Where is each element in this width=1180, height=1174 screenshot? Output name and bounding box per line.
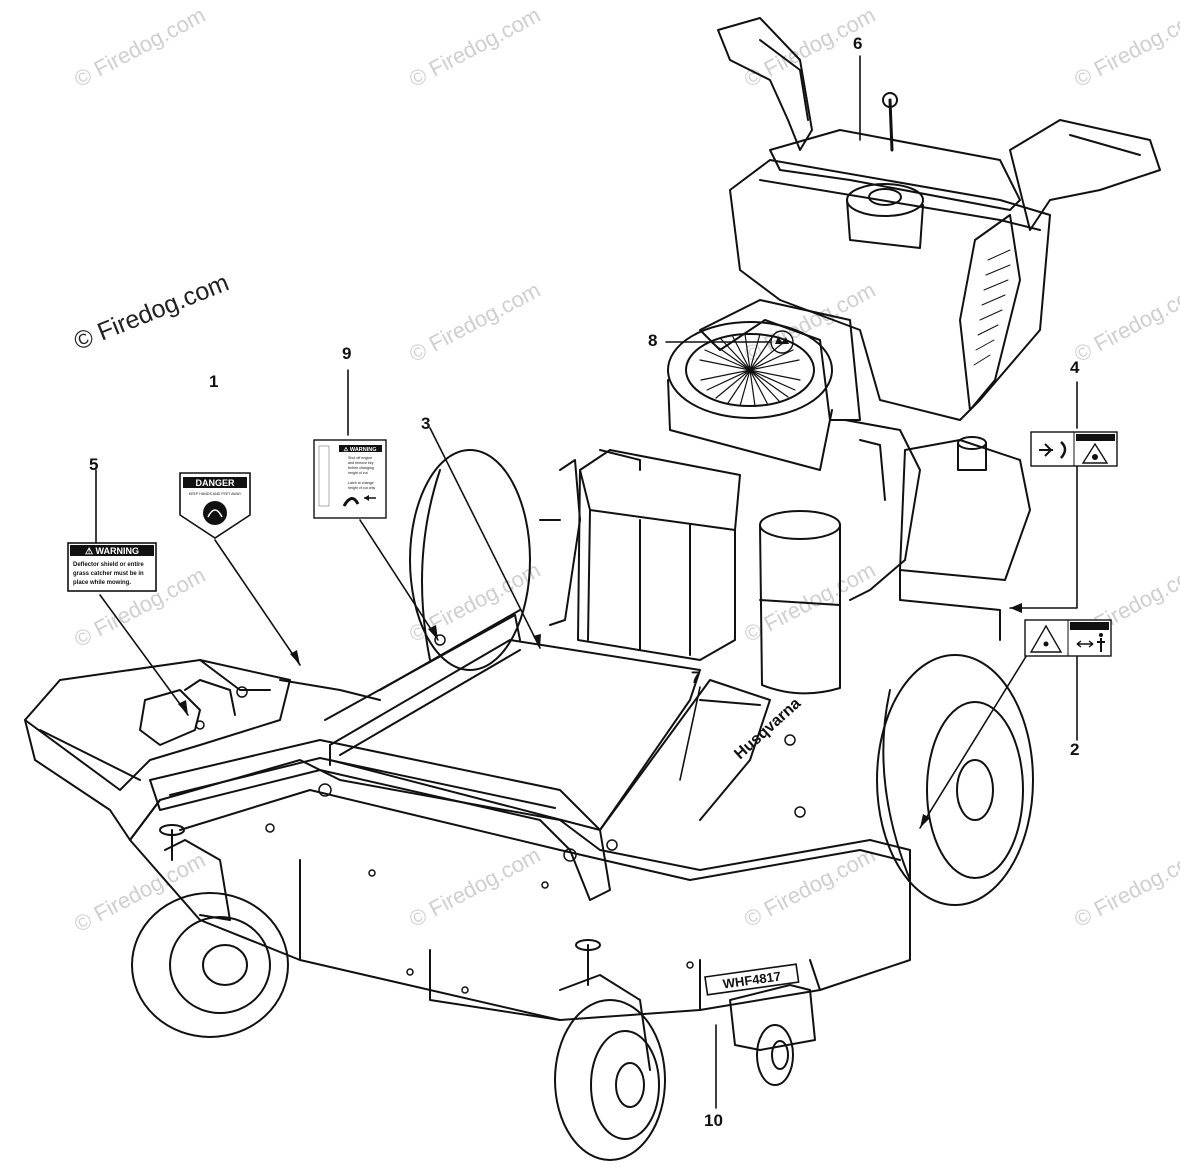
svg-text:and remove key: and remove key <box>348 461 374 465</box>
callout-6: 6 <box>853 34 863 53</box>
discharge-chute <box>24 659 381 841</box>
engine <box>667 321 833 471</box>
warning-deflector-title: ⚠ WARNING <box>85 546 139 556</box>
svg-text:before changing: before changing <box>348 466 374 470</box>
front-bumper <box>149 739 611 901</box>
callout-4: 4 <box>1070 358 1080 377</box>
svg-text:height of cut only: height of cut only <box>348 486 375 490</box>
warning-cut-height-title: ⚠ WARNING <box>343 446 376 453</box>
callout-10: 10 <box>704 1111 723 1130</box>
caster-wheel-left <box>131 824 289 1038</box>
callout-8: 8 <box>648 331 658 350</box>
muffler <box>759 510 841 695</box>
handlebar-right <box>1009 119 1161 231</box>
warning-cut-height-decal: ⚠ WARNING Shut off engine and remove key… <box>313 439 387 519</box>
husqvarna-logo-icon <box>770 330 794 354</box>
svg-text:height of cut: height of cut <box>348 471 368 475</box>
callout-2: 2 <box>1070 740 1080 759</box>
svg-text:Latch to change: Latch to change <box>348 481 374 485</box>
fuel-tank <box>729 159 1051 421</box>
side-tank <box>899 439 1031 581</box>
danger-decal-line: KEEP HANDS AND FEET AWAY <box>189 492 242 496</box>
leader-lines <box>95 55 1078 1109</box>
callout-5: 5 <box>89 455 99 474</box>
thrown-object-decal <box>1024 619 1112 657</box>
svg-text:grass catcher must be in: grass catcher must be in <box>73 571 144 577</box>
handlebar-left <box>717 17 813 151</box>
callout-7: 7 <box>691 668 701 687</box>
callout-1: 1 <box>209 372 219 391</box>
air-cleaner <box>577 449 741 661</box>
svg-text:Deflector shield or entire: Deflector shield or entire <box>73 562 144 568</box>
svg-text:place while mowing.: place while mowing. <box>73 580 131 586</box>
warning-deflector-decal: ⚠ WARNING Deflector shield or entire gra… <box>67 542 157 592</box>
rear-wheel-left <box>409 449 531 671</box>
caster-wheel-right <box>554 939 666 1161</box>
callout-9: 9 <box>342 344 352 363</box>
anti-scalp-roller <box>729 984 816 1086</box>
callout-3: 3 <box>421 414 431 433</box>
operator-platform <box>329 639 701 831</box>
svg-text:Shut off engine: Shut off engine <box>348 456 372 460</box>
danger-decal-title: DANGER <box>195 478 235 488</box>
danger-decal: DANGER KEEP HANDS AND FEET AWAY <box>179 472 251 539</box>
control-console <box>769 129 1021 211</box>
rear-wheel-right <box>876 654 1034 906</box>
model-plate: WHF4817 <box>704 963 800 996</box>
entanglement-decal <box>1030 431 1118 467</box>
